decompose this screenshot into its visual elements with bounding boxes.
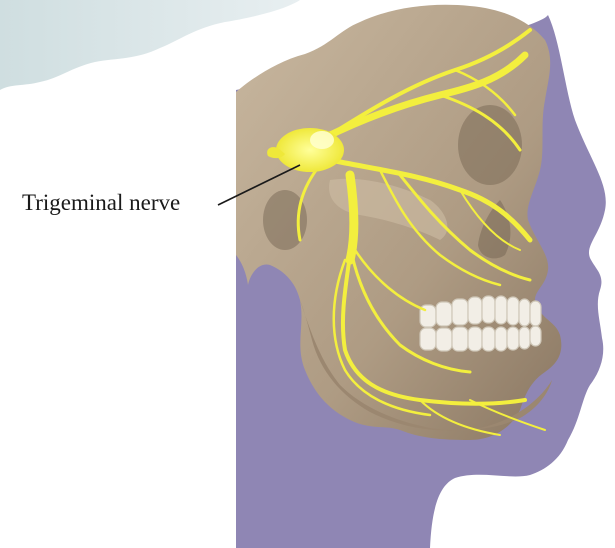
trigeminal-nerve-label: Trigeminal nerve <box>22 190 180 216</box>
eye-socket <box>458 105 522 185</box>
ganglion-highlight <box>310 131 334 149</box>
corner-wave-decoration <box>0 0 300 90</box>
trigeminal-ganglion <box>276 128 344 172</box>
